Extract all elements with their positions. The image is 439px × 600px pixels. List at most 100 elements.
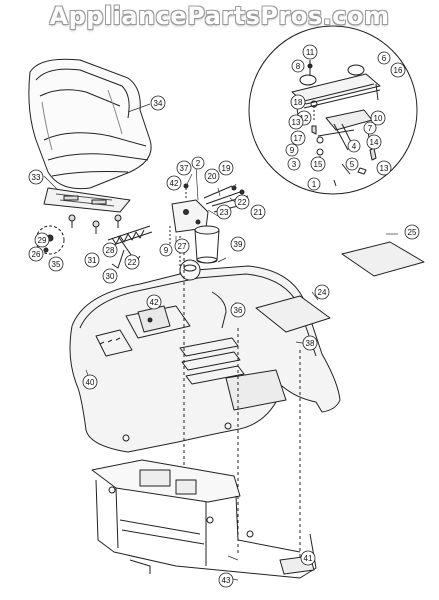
- callout-circle: [345, 157, 359, 171]
- callout-number: 37: [180, 164, 189, 173]
- callout-number: 20: [208, 172, 217, 181]
- callout-circle: [290, 130, 306, 146]
- callout-number: 35: [52, 260, 61, 269]
- callout-circle: [124, 254, 140, 270]
- callout-circle: [150, 95, 166, 111]
- callout-circle: [102, 268, 118, 284]
- callout-number: 8: [296, 62, 301, 71]
- callout-number: 30: [106, 272, 115, 281]
- callout-18: 18: [290, 94, 306, 110]
- callout-circle: [204, 168, 220, 184]
- seat-adjust-bracket: [169, 183, 249, 280]
- callout-number: 2: [196, 159, 201, 168]
- callout-circle: [146, 294, 162, 310]
- callout-circle: [176, 160, 192, 176]
- callout-circle: [48, 256, 64, 272]
- seat-pan-bracket: [43, 187, 131, 234]
- callout-number: 29: [38, 236, 47, 245]
- callout-circle: [370, 110, 386, 126]
- callout-circle: [347, 139, 361, 153]
- callout-circle: [291, 59, 305, 73]
- callout-circle: [290, 94, 306, 110]
- callout-circle: [287, 157, 301, 171]
- callout-number: 39: [234, 240, 243, 249]
- callout-10: 10: [370, 110, 386, 126]
- callout-4: 4: [347, 139, 361, 153]
- callout-circle: [288, 114, 304, 130]
- callout-13: 13: [288, 114, 304, 130]
- callout-42: 42: [146, 294, 162, 310]
- callout-number: 23: [220, 208, 229, 217]
- callout-number: 7: [368, 124, 373, 133]
- cup-holder: [194, 225, 220, 264]
- callout-number: 11: [306, 48, 315, 57]
- callout-number: 27: [178, 242, 187, 251]
- tractor-frame: [91, 459, 317, 579]
- callout-number: 6: [382, 54, 387, 63]
- callout-number: 38: [306, 339, 315, 348]
- callout-20: 20: [204, 168, 220, 184]
- callout-number: 33: [32, 173, 41, 182]
- callout-circle: [390, 62, 406, 78]
- callout-number: 34: [154, 99, 163, 108]
- callout-number: 42: [150, 298, 159, 307]
- foot-pads: [255, 241, 425, 333]
- callout-9: 9: [159, 243, 173, 257]
- callout-circle: [84, 252, 100, 268]
- callout-number: 9: [290, 146, 295, 155]
- callout-number: 14: [370, 138, 379, 147]
- callout-number: 9: [164, 246, 169, 255]
- callout-number: 16: [394, 66, 403, 75]
- callout-circle: [166, 175, 182, 191]
- callout-5: 5: [345, 157, 359, 171]
- callout-30: 30: [102, 268, 118, 284]
- callout-number: 43: [222, 576, 231, 585]
- callout-22: 22: [124, 254, 140, 270]
- callout-number: 31: [88, 256, 97, 265]
- callout-1: 1: [307, 177, 321, 191]
- callout-circle: [82, 374, 98, 390]
- callout-number: 19: [222, 164, 231, 173]
- callout-15: 15: [310, 156, 326, 172]
- callout-13: 13: [376, 160, 392, 176]
- callout-circle: [302, 335, 318, 351]
- callout-19: 19: [218, 160, 234, 176]
- callout-35: 35: [48, 256, 64, 272]
- callout-number: 25: [408, 228, 417, 237]
- callout-circle: [366, 134, 382, 150]
- callout-number: 22: [128, 258, 137, 267]
- callout-33: 33: [28, 169, 44, 185]
- callout-number: 21: [254, 208, 263, 217]
- callout-21: 21: [250, 204, 266, 220]
- callout-8: 8: [291, 59, 305, 73]
- callout-number: 1: [312, 180, 317, 189]
- callout-2: 2: [191, 156, 205, 170]
- callout-number: 15: [314, 160, 323, 169]
- callout-number: 13: [380, 164, 389, 173]
- callout-circle: [218, 572, 234, 588]
- callout-number: 28: [106, 246, 115, 255]
- callout-circle: [250, 204, 266, 220]
- callout-number: 5: [350, 160, 355, 169]
- callout-43: 43: [218, 572, 234, 588]
- callout-circle: [102, 242, 118, 258]
- callout-number: 13: [292, 118, 301, 127]
- callout-circle: [307, 177, 321, 191]
- callout-39: 39: [230, 236, 246, 252]
- callout-circle: [285, 143, 299, 157]
- callout-34: 34: [150, 95, 166, 111]
- callout-number: 36: [234, 306, 243, 315]
- callout-circle: [314, 284, 330, 300]
- callout-circle: [234, 194, 250, 210]
- callout-37: 37: [176, 160, 192, 176]
- callout-22: 22: [234, 194, 250, 210]
- callout-41: 41: [300, 550, 316, 566]
- callout-number: 22: [238, 198, 247, 207]
- callout-circle: [174, 238, 190, 254]
- callout-circle: [191, 156, 205, 170]
- callout-28: 28: [102, 242, 118, 258]
- inset-detail-circle: [248, 25, 418, 195]
- callout-36: 36: [230, 302, 246, 318]
